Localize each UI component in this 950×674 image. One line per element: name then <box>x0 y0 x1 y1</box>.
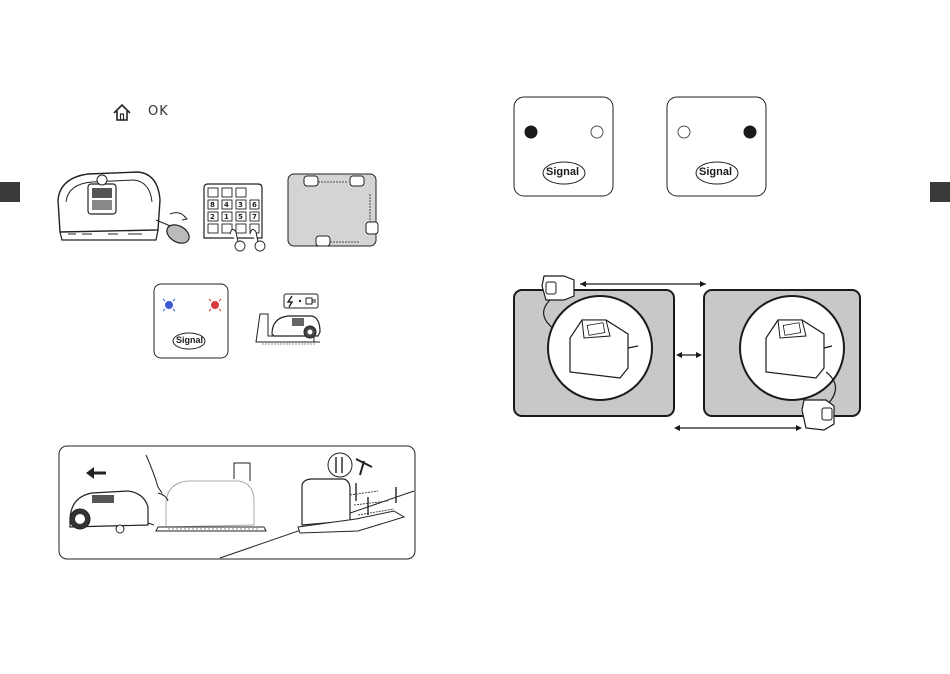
key-label: 2 <box>210 213 215 221</box>
key-label: 7 <box>252 213 257 221</box>
home-icon <box>114 105 130 120</box>
key-label: 3 <box>238 201 243 209</box>
led-signal-panel: Signal <box>153 283 229 359</box>
blue-led-icon <box>165 301 173 309</box>
key-label: 8 <box>210 201 215 209</box>
key-label: 4 <box>224 201 229 209</box>
mower-docking-illustration <box>254 292 334 346</box>
key-label: 5 <box>238 213 243 221</box>
led-on-icon <box>525 126 537 138</box>
installation-frame <box>58 445 416 560</box>
led-off-icon <box>591 126 603 138</box>
mower-knob-illustration <box>48 160 198 255</box>
left-page-tab <box>0 182 20 202</box>
signal-label: Signal <box>699 166 732 178</box>
led-on-icon <box>744 126 756 138</box>
station-placement-diagram <box>510 268 866 438</box>
home-ok-icons: OK <box>112 103 172 123</box>
red-led-icon <box>211 301 219 309</box>
perimeter-diagram <box>286 172 382 250</box>
screwdriver-icon <box>328 453 352 477</box>
key-label: 6 <box>252 201 257 209</box>
right-page-tab <box>930 182 950 202</box>
signal-panel-right-led-on: Signal <box>666 96 767 197</box>
keypad-illustration: 8 4 3 6 2 1 5 7 <box>196 182 276 254</box>
signal-label: Signal <box>176 335 203 345</box>
led-off-icon <box>678 126 690 138</box>
key-label: 1 <box>224 213 229 221</box>
signal-panel-left-led-on: Signal <box>513 96 614 197</box>
signal-label: Signal <box>546 166 579 178</box>
ok-label: OK <box>148 104 169 119</box>
